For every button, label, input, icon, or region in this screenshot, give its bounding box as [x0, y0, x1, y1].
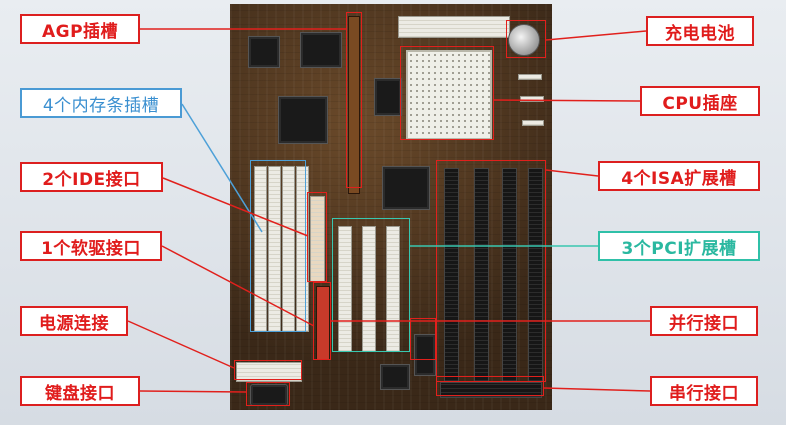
parallel-highlight	[410, 318, 436, 360]
serial-header	[440, 382, 542, 398]
southbridge-chip	[382, 166, 430, 210]
floppy-highlight	[313, 282, 331, 360]
memory-highlight	[250, 160, 306, 332]
serial-leader	[543, 387, 651, 392]
battery-leader	[545, 30, 647, 41]
isa-slot	[474, 168, 489, 382]
power-leader	[127, 320, 235, 369]
serial-label: 串行接口	[650, 376, 758, 406]
isa-slot	[528, 168, 543, 382]
cpu-socket	[406, 50, 492, 140]
parallel-label: 并行接口	[650, 306, 758, 336]
isa-slot	[502, 168, 517, 382]
chip	[248, 36, 280, 68]
connector	[398, 16, 510, 38]
cpu-label: CPU插座	[640, 86, 760, 116]
cpu-highlight	[400, 46, 494, 140]
battery-label: 充电电池	[646, 16, 754, 46]
cmos-battery	[508, 24, 540, 56]
chip	[374, 78, 402, 116]
chip	[380, 364, 410, 390]
floppy-label: 1个软驱接口	[20, 231, 162, 261]
isa-leader	[545, 169, 599, 177]
keyboard-highlight	[246, 382, 290, 406]
isa-label: 4个ISA扩展槽	[598, 161, 760, 191]
agp-highlight	[346, 12, 362, 188]
agp-slot	[348, 16, 360, 194]
motherboard-image	[230, 4, 552, 410]
vrm-component	[522, 120, 544, 126]
memory-label: 4个内存条插槽	[20, 88, 182, 118]
power-highlight	[234, 360, 302, 380]
vrm-component	[520, 96, 544, 102]
pci-highlight	[332, 218, 410, 352]
vrm-component	[518, 74, 542, 80]
pci-label: 3个PCI扩展槽	[598, 231, 760, 261]
battery-highlight	[506, 20, 546, 58]
power-connector	[236, 362, 302, 382]
power-label: 电源连接	[20, 306, 128, 336]
ide-label: 2个IDE接口	[20, 162, 163, 192]
isa-highlight	[436, 160, 546, 382]
ide-highlight	[307, 192, 327, 282]
agp-label: AGP插槽	[20, 14, 140, 44]
chip	[300, 32, 342, 68]
keyboard-label: 键盘接口	[20, 376, 140, 406]
isa-slot	[444, 168, 459, 382]
northbridge-chip	[278, 96, 328, 144]
serial-highlight	[436, 376, 544, 396]
